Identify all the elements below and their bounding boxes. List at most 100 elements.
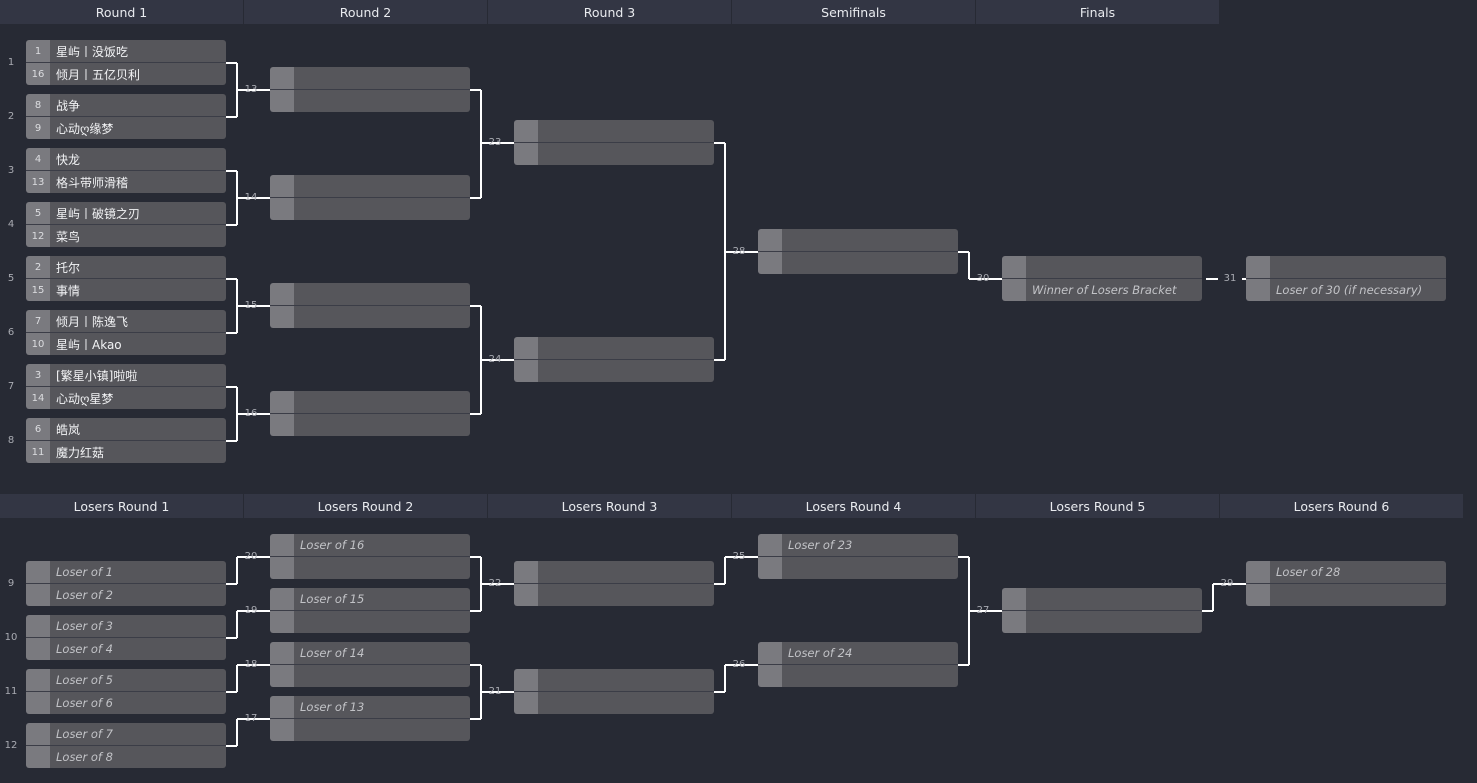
match-number: 1	[7, 57, 15, 68]
bracket-match[interactable]: Loser of 16	[270, 534, 470, 580]
participant-slot[interactable]	[270, 283, 470, 305]
participant-slot[interactable]: Loser of 8	[26, 746, 226, 768]
participant-slot[interactable]	[270, 391, 470, 413]
bracket-match[interactable]	[1002, 588, 1202, 634]
participant-slot[interactable]	[514, 120, 714, 142]
bracket-match[interactable]	[514, 669, 714, 715]
participant-slot[interactable]: Loser of 13	[270, 696, 470, 718]
seed-number	[514, 692, 538, 714]
participant-slot[interactable]	[758, 665, 958, 687]
bracket-match[interactable]: Loser of 23	[758, 534, 958, 580]
participant-slot[interactable]	[514, 692, 714, 714]
participant-slot[interactable]	[514, 669, 714, 691]
participant-slot[interactable]	[270, 611, 470, 633]
participant-slot[interactable]	[270, 665, 470, 687]
match-number: 7	[7, 381, 15, 392]
bracket-match[interactable]	[270, 283, 470, 329]
bracket-match[interactable]: Loser of 28	[1246, 561, 1446, 607]
participant-slot[interactable]: Loser of 14	[270, 642, 470, 664]
participant-slot[interactable]	[270, 175, 470, 197]
bracket-match[interactable]	[270, 67, 470, 113]
participant-slot[interactable]: Loser of 6	[26, 692, 226, 714]
participant-slot[interactable]	[1002, 611, 1202, 633]
participant-slot[interactable]: Loser of 15	[270, 588, 470, 610]
participant-slot[interactable]: Loser of 7	[26, 723, 226, 745]
participant-slot[interactable]	[514, 360, 714, 382]
participant-slot[interactable]: Loser of 3	[26, 615, 226, 637]
participant-slot[interactable]: Loser of 5	[26, 669, 226, 691]
participant-slot[interactable]	[514, 561, 714, 583]
participant-slot[interactable]	[1246, 584, 1446, 606]
bracket-match[interactable]	[514, 561, 714, 607]
bracket-match[interactable]	[514, 120, 714, 166]
participant-slot[interactable]: Loser of 30 (if necessary)	[1246, 279, 1446, 301]
participant-slot[interactable]: 3[繁星小镇]啦啦	[26, 364, 226, 386]
participant-slot[interactable]	[758, 557, 958, 579]
participant-slot[interactable]	[1002, 588, 1202, 610]
bracket-match[interactable]: Loser of 14	[270, 642, 470, 688]
participant-slot[interactable]	[270, 90, 470, 112]
bracket-match[interactable]	[514, 337, 714, 383]
participant-slot[interactable]	[758, 229, 958, 251]
participant-slot[interactable]: Loser of 1	[26, 561, 226, 583]
participant-slot[interactable]: Loser of 24	[758, 642, 958, 664]
participant-slot[interactable]	[270, 306, 470, 328]
participant-slot[interactable]	[270, 719, 470, 741]
participant-slot[interactable]	[758, 252, 958, 274]
participant-slot[interactable]: Loser of 2	[26, 584, 226, 606]
participant-slot[interactable]	[270, 67, 470, 89]
participant-slot[interactable]	[1246, 256, 1446, 278]
seed-number: 14	[26, 387, 50, 409]
participant-slot[interactable]	[514, 337, 714, 359]
participant-slot[interactable]	[270, 414, 470, 436]
bracket-match[interactable]: Loser of 15	[270, 588, 470, 634]
seed-number	[758, 229, 782, 251]
bracket-match[interactable]: Winner of Losers Bracket	[1002, 256, 1202, 302]
bracket-match[interactable]: Loser of 30 (if necessary)	[1246, 256, 1446, 302]
bracket-match[interactable]: Loser of 13	[270, 696, 470, 742]
participant-slot[interactable]: Winner of Losers Bracket	[1002, 279, 1202, 301]
bracket-match[interactable]	[270, 175, 470, 221]
participant-slot[interactable]	[270, 557, 470, 579]
bracket-match[interactable]	[270, 391, 470, 437]
participant-slot[interactable]	[270, 198, 470, 220]
participant-slot[interactable]: Loser of 23	[758, 534, 958, 556]
participant-slot[interactable]	[514, 584, 714, 606]
participant-slot[interactable]	[514, 143, 714, 165]
participant-slot[interactable]	[1002, 256, 1202, 278]
slot-divider	[514, 142, 714, 143]
participant-slot[interactable]: Loser of 4	[26, 638, 226, 660]
bracket-match[interactable]: Loser of 24	[758, 642, 958, 688]
participant-slot[interactable]: Loser of 16	[270, 534, 470, 556]
losers-round-header-5: Losers Round 5	[976, 494, 1219, 518]
bracket-match[interactable]	[758, 229, 958, 275]
participant-slot[interactable]: Loser of 28	[1246, 561, 1446, 583]
